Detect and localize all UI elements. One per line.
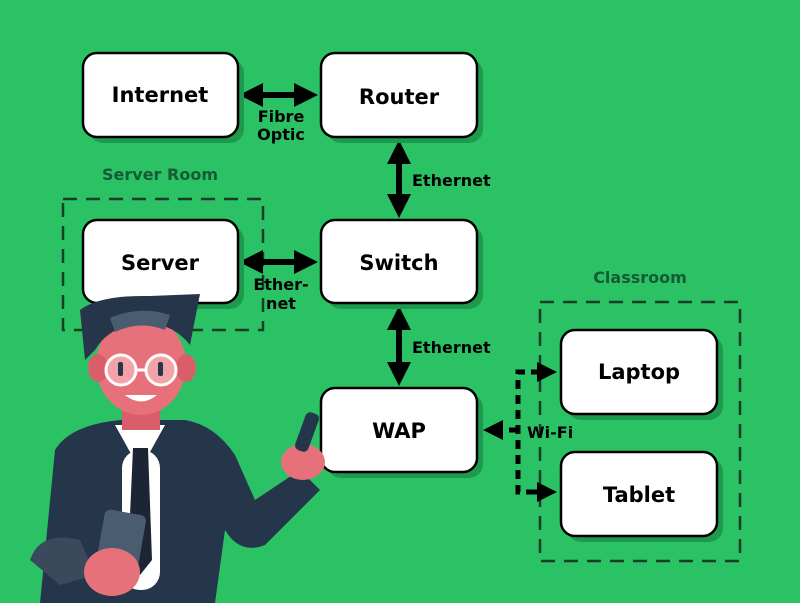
svg-text:Optic: Optic xyxy=(257,125,305,144)
node-router: Router xyxy=(319,51,483,143)
node-tablet: Tablet xyxy=(559,450,723,542)
presenter-character-illustration xyxy=(30,294,325,603)
svg-text:Server: Server xyxy=(121,251,200,275)
svg-text:Fibre: Fibre xyxy=(258,107,305,126)
server-room-label: Server Room xyxy=(102,165,218,184)
link-router-switch: Ethernet xyxy=(387,140,491,218)
svg-text:Ethernet: Ethernet xyxy=(412,171,491,190)
svg-text:Router: Router xyxy=(359,85,440,109)
node-server: Server xyxy=(81,218,244,309)
svg-text:Tablet: Tablet xyxy=(603,483,675,507)
svg-text:Wi-Fi: Wi-Fi xyxy=(527,423,573,442)
node-laptop: Laptop xyxy=(559,328,723,420)
node-internet: Internet xyxy=(81,51,244,143)
svg-text:WAP: WAP xyxy=(372,419,426,443)
link-wap-wifi: Wi-Fi xyxy=(483,362,573,502)
link-switch-wap: Ethernet xyxy=(387,306,491,386)
svg-text:Switch: Switch xyxy=(359,251,438,275)
node-wap: WAP xyxy=(319,386,483,478)
link-internet-router: Fibre Optic xyxy=(239,83,318,144)
classroom-label: Classroom xyxy=(593,268,687,287)
svg-text:net: net xyxy=(266,294,296,313)
svg-text:Internet: Internet xyxy=(112,83,209,107)
svg-text:Ether-: Ether- xyxy=(253,275,308,294)
link-server-switch: Ether- net xyxy=(239,250,318,313)
svg-text:Ethernet: Ethernet xyxy=(412,338,491,357)
classroom-zone: Classroom xyxy=(538,268,742,563)
svg-text:Laptop: Laptop xyxy=(598,360,680,384)
node-switch: Switch xyxy=(319,218,483,309)
